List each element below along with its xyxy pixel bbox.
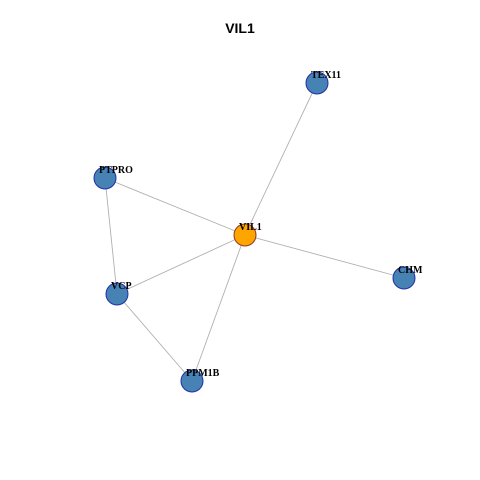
- node-chm: [392, 266, 416, 290]
- node-ppm1b: [180, 369, 204, 393]
- node-vil1: [233, 223, 257, 247]
- node-label-chm: CHM: [398, 265, 423, 276]
- edge-vil1-vcp: [116, 234, 246, 295]
- edge-layer: [104, 82, 405, 382]
- node-layer: [93, 71, 416, 393]
- edge-ptpro-vcp: [104, 177, 118, 295]
- node-label-vcp: VCP: [111, 281, 132, 292]
- edge-vil1-ptpro: [104, 177, 246, 236]
- diagram-title: VIL1: [225, 20, 255, 36]
- node-label-tex11: TEX11: [311, 70, 341, 81]
- node-label-vil1: VIL1: [239, 222, 262, 233]
- edge-vcp-ppm1b: [116, 293, 193, 382]
- node-label-ppm1b: PPM1B: [186, 368, 220, 379]
- node-label-ptpro: PTPRO: [99, 165, 133, 176]
- edge-vil1-tex11: [244, 82, 318, 236]
- node-ptpro: [93, 166, 117, 190]
- node-vcp: [105, 282, 129, 306]
- edge-vil1-ppm1b: [191, 234, 246, 382]
- edge-vil1-chm: [244, 234, 405, 279]
- node-tex11: [305, 71, 329, 95]
